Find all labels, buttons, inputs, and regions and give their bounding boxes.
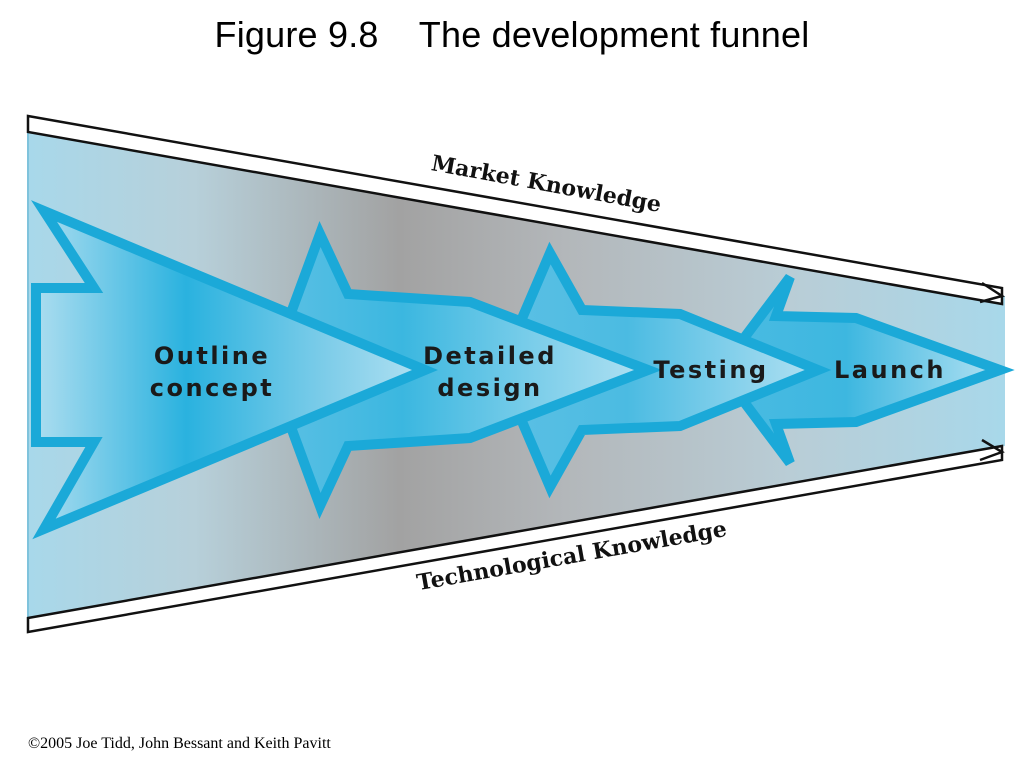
stage-label-launch: Launch [834, 356, 946, 384]
stage-label-detailed-design-line-1: Detailed [423, 342, 557, 370]
slide-title: Figure 9.8 The development funnel [214, 14, 810, 55]
stage-chevron-detailed-design [264, 221, 663, 519]
copyright-notice: ©2005 Joe Tidd, John Bessant and Keith P… [28, 735, 331, 752]
stage-label-outline-concept-line-2: concept [150, 374, 274, 402]
stage-label-outline-concept-line-1: Outline [154, 342, 270, 370]
market-knowledge-arrow [26, 114, 1006, 306]
technological-knowledge-arrow [26, 438, 1005, 634]
stage-label-testing: Testing [653, 356, 768, 384]
stage-chevron-outline-concept [30, 200, 438, 540]
stage-label-detailed-design-line-2: design [437, 374, 542, 402]
stage-chevron-launch [713, 273, 1015, 467]
